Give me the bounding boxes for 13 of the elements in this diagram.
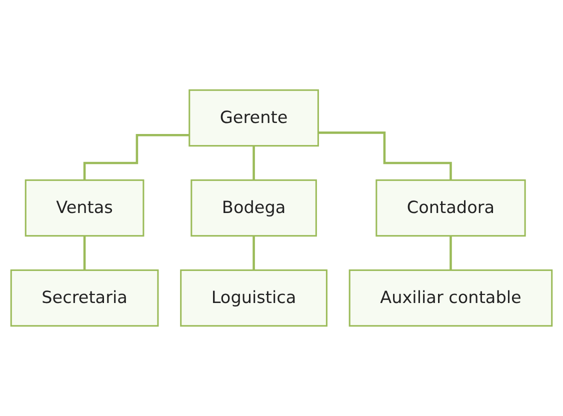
connector [83, 134, 190, 182]
connector [318, 132, 452, 182]
node-box: Secretaria [10, 269, 159, 327]
connector [252, 234, 255, 272]
node-box: Loguistica [180, 269, 328, 327]
connector [83, 234, 86, 272]
node-box: Bodega [190, 179, 317, 237]
connector [450, 234, 452, 272]
connector [252, 144, 255, 182]
node-box: Auxiliar contable [348, 269, 553, 327]
node-box: Gerente [188, 89, 319, 147]
node-box: Contadora [376, 179, 526, 237]
node-box: Ventas [24, 179, 144, 237]
